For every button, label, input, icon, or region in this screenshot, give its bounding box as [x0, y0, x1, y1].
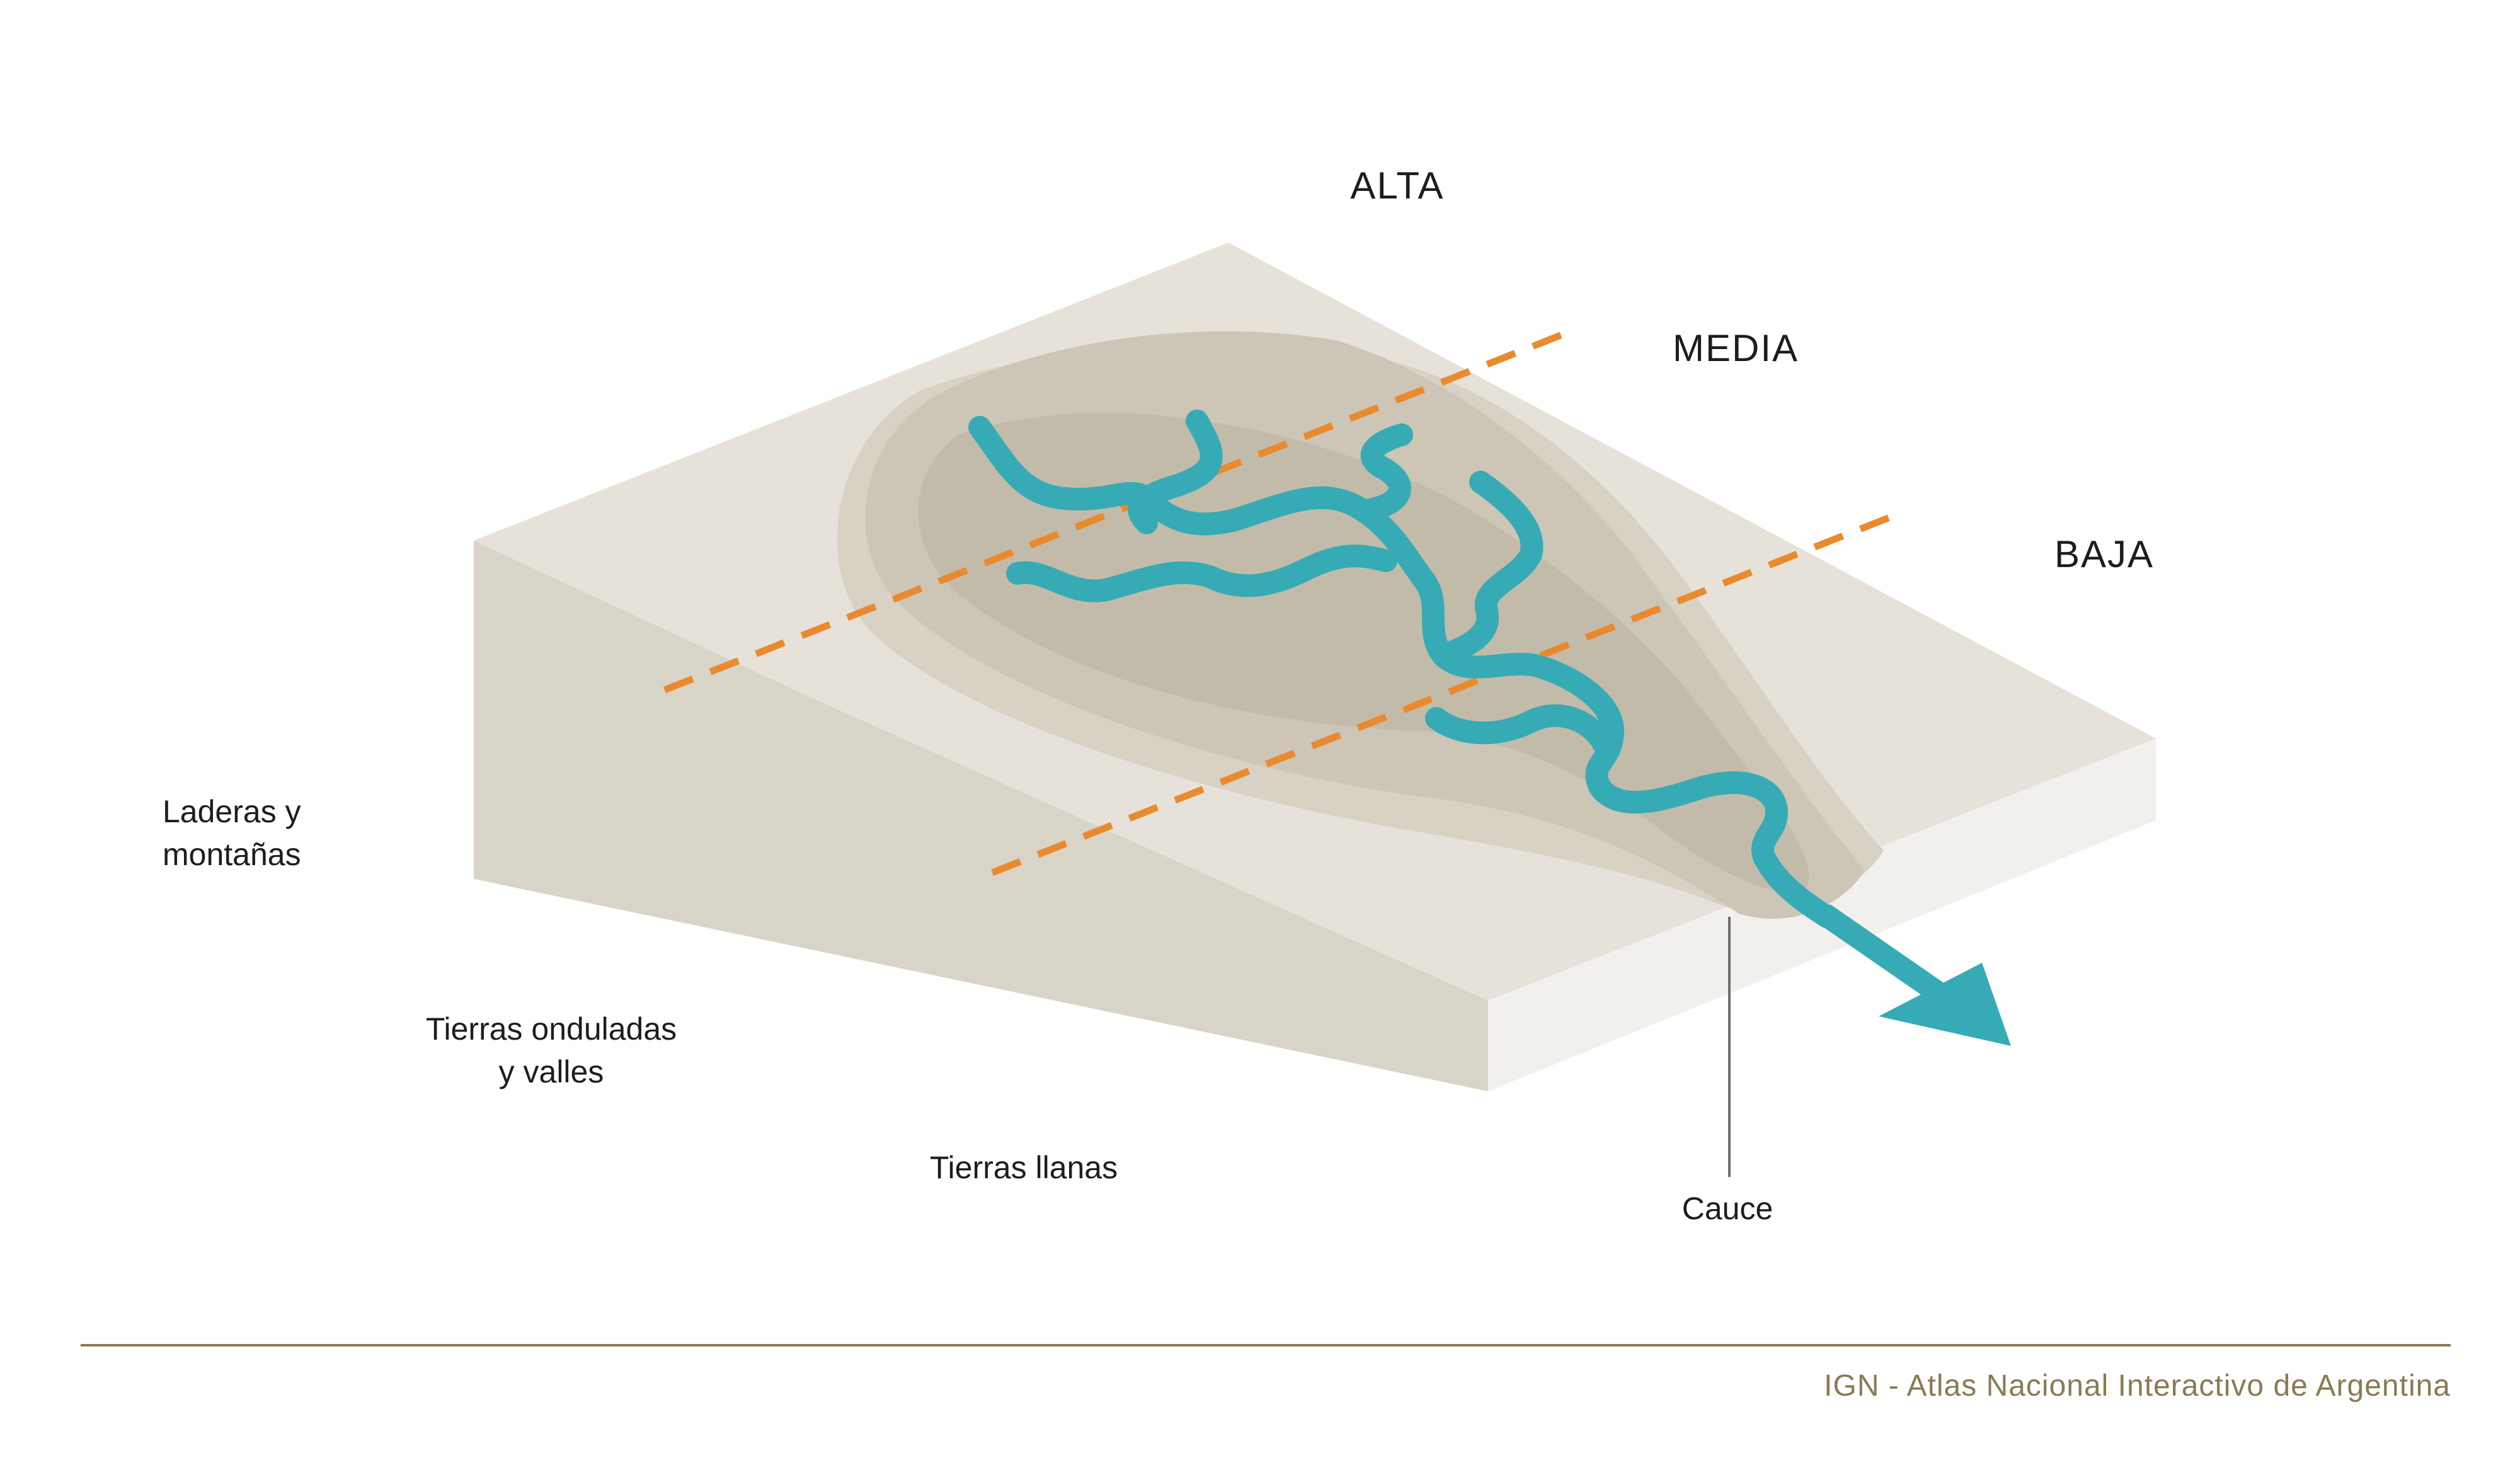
zone-label-media: MEDIA — [1673, 327, 1799, 369]
zone-dividers — [663, 328, 1898, 876]
divider-media-baja — [990, 511, 1898, 876]
outflow-arrow — [1817, 904, 2011, 1046]
cauce-label: Cauce — [1682, 1191, 1773, 1226]
zone-label-baja: BAJA — [2054, 533, 2154, 575]
footer-credit: IGN - Atlas Nacional Interactivo de Arge… — [1824, 1369, 2451, 1403]
river-tributary-3 — [1006, 544, 1397, 602]
zone-label-alta: ALTA — [1350, 164, 1444, 207]
river-tributary-4 — [1431, 471, 1544, 667]
river-tributary-1 — [1128, 410, 1223, 534]
river-tributary-2 — [1356, 423, 1413, 522]
terrain-label-onduladas-line1: Tierras onduladas — [426, 1011, 677, 1047]
terrain-label-laderas-line1: Laderas y — [163, 794, 301, 829]
terrain-label-laderas-line2: montañas — [163, 837, 301, 872]
outflow-arrow-shaft — [1817, 904, 1954, 1008]
outflow-arrow-head — [1879, 963, 2011, 1046]
river-tributary-5 — [1425, 704, 1615, 755]
block-left-face — [474, 541, 1488, 1091]
river-network — [968, 410, 1838, 928]
divider-alta-media — [663, 328, 1571, 694]
terrain-label-llanas: Tierras llanas — [930, 1150, 1118, 1185]
terrain-label-onduladas-line2: y valles — [499, 1054, 604, 1089]
